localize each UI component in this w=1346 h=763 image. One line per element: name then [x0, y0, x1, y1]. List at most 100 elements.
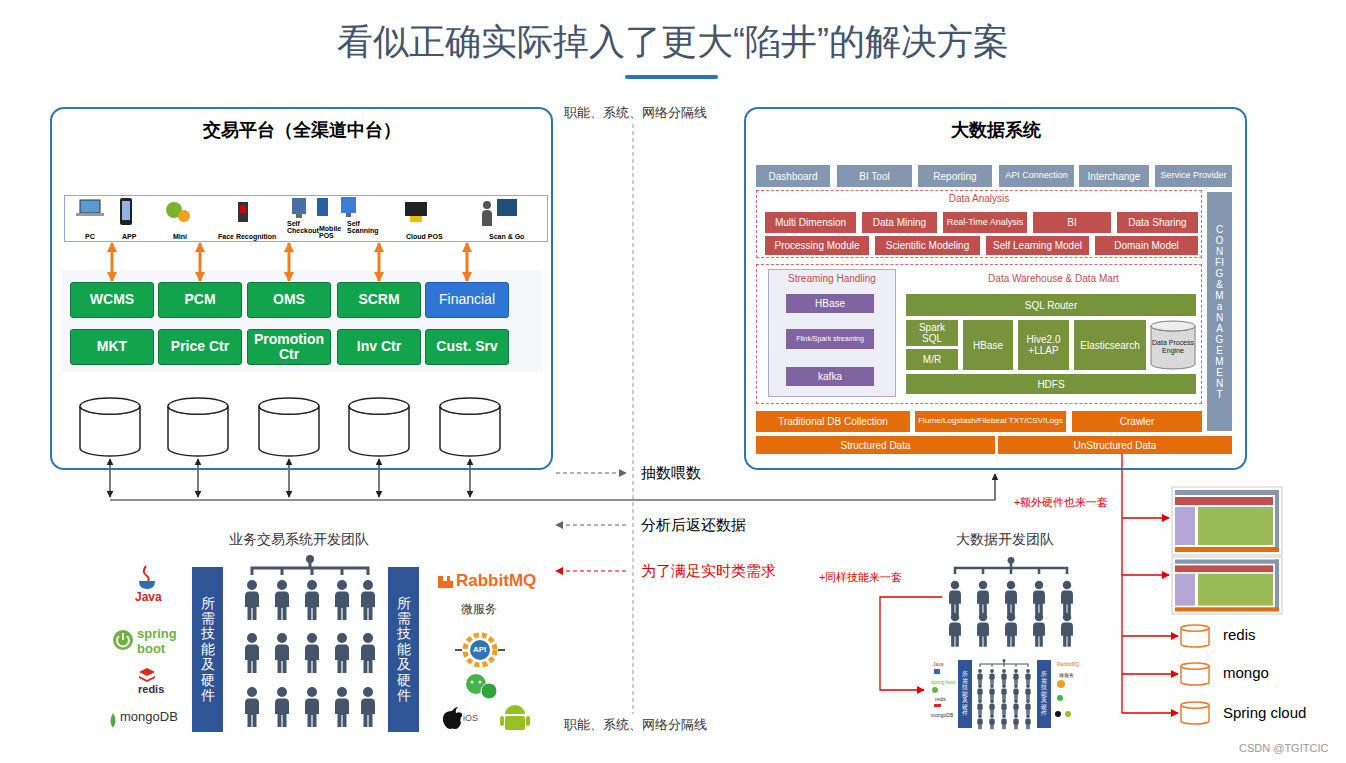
skill-band: 所需技能及硬件	[388, 567, 419, 732]
team-figure	[1002, 714, 1006, 718]
title-underline	[625, 75, 718, 79]
storage-box: SQL Router	[906, 294, 1196, 316]
bus-line	[288, 459, 289, 497]
database-cylinder	[440, 398, 500, 414]
skill-band: 所需技能及硬件	[192, 567, 223, 732]
streaming-box: Streaming HandlingHBaseFlink/Spark strea…	[768, 269, 896, 397]
box-label: Scientific Modeling	[886, 240, 969, 251]
device-icon	[296, 214, 302, 218]
layer-box: Data Warehouse & Data MartStreaming Hand…	[756, 264, 1202, 404]
team-figure	[977, 623, 989, 647]
team-figure	[305, 645, 319, 674]
note-label: mongoDB	[930, 713, 954, 719]
api-gear-icon	[455, 635, 505, 665]
analysis-box: Scientific Modeling	[875, 236, 980, 255]
team-figure	[275, 699, 289, 728]
connector	[111, 243, 114, 281]
team-figure	[1063, 613, 1072, 622]
device-icon	[120, 198, 132, 225]
device-icon	[497, 199, 517, 216]
device-label: Mini	[173, 233, 187, 240]
module-box: OMS	[247, 282, 331, 318]
box-label: Dashboard	[769, 171, 818, 182]
box-label: WCMS	[90, 292, 134, 307]
module-box: SCRM	[337, 282, 421, 318]
device-label: Mobile POS	[319, 225, 347, 240]
java-logo	[139, 581, 155, 589]
box-label: Elasticsearch	[1080, 340, 1139, 351]
rabbitmq-logo	[438, 576, 453, 588]
mini-logo	[934, 704, 941, 707]
note-label: +同样技能来一套	[818, 571, 903, 584]
module-box: Inv Ctr	[337, 329, 421, 365]
team-figure	[337, 633, 347, 643]
box-label: Service Provider	[1160, 171, 1226, 181]
team-figure	[990, 714, 994, 718]
box-label: Flume/Logstash/Filebeat TXT/CSV/Logs	[918, 417, 1063, 426]
box-label: HBase	[815, 298, 845, 309]
team-figure	[1061, 591, 1073, 615]
team-figure	[245, 699, 259, 728]
connector	[466, 243, 469, 281]
divider-line	[633, 124, 634, 714]
team-figure	[1013, 688, 1018, 699]
team-figure	[1033, 623, 1045, 647]
team-figure	[1002, 684, 1006, 688]
team-figure	[1007, 581, 1016, 590]
box-label: Cust. Srv	[436, 339, 497, 354]
team-figure	[990, 669, 994, 673]
team-figure	[337, 580, 347, 590]
storage-box: HDFS	[906, 374, 1196, 394]
module-box: Cust. Srv	[425, 329, 509, 365]
connector	[288, 243, 291, 281]
system-thumbnail	[1198, 507, 1273, 545]
box-label: Crawler	[1120, 416, 1154, 427]
database-cylinder	[349, 398, 409, 414]
box-label: API Connection	[1005, 171, 1068, 181]
team-figure	[1005, 591, 1017, 615]
config-bar: CONFIG & MaNAGEMENT	[1207, 192, 1232, 431]
rabbitmq-logo	[438, 576, 443, 588]
team-figure	[1026, 699, 1030, 703]
rabbitmq-logo	[443, 581, 453, 588]
team-figure	[951, 581, 960, 590]
module-box: Financial	[425, 282, 509, 318]
red-branch-line	[1122, 574, 1169, 575]
title: 看似正确实际掉入了更大“陷井”的解决方案	[0, 18, 1346, 67]
team-figure	[245, 555, 1073, 729]
team-figure	[363, 633, 373, 643]
team-figure	[1001, 703, 1006, 714]
device-label: Scan & Go	[489, 233, 524, 240]
note-label: +额外硬件也来一套	[1013, 496, 1109, 509]
output-box: Service Provider	[1155, 165, 1232, 187]
storage-box: Elasticsearch	[1074, 320, 1146, 370]
bus-line	[110, 474, 995, 500]
note-label: 微服务	[1058, 673, 1075, 679]
wechat-logo	[481, 683, 497, 699]
stream-box: Flink/Spark streaming	[786, 329, 874, 349]
device-label: Face Recognition	[218, 233, 276, 240]
box-label: Real-Time Analysis	[947, 218, 1024, 228]
box-label: Self Learning Model	[993, 240, 1082, 251]
team-figure	[247, 633, 257, 643]
box-label: Data Process Engine	[1151, 339, 1195, 354]
spring-logo	[113, 630, 133, 650]
team-figure	[1001, 688, 1006, 699]
note-label: 分析后返还数据	[640, 516, 747, 533]
note-label: mongo	[1222, 664, 1270, 681]
device-icon	[178, 210, 190, 222]
team-figure	[1025, 718, 1030, 729]
wechat-logo	[479, 681, 482, 684]
dashed-arrow	[556, 473, 626, 474]
red-branch-line	[1122, 517, 1169, 518]
team-figure	[955, 563, 1067, 574]
system-panel: 大数据系统DashboardBI ToolReportingAPI Connec…	[744, 107, 1247, 470]
module-box: PCM	[158, 282, 242, 318]
stream-box: HBase	[786, 294, 874, 313]
module-area	[62, 270, 542, 372]
team-figure	[247, 580, 257, 590]
api-gear-icon	[470, 640, 490, 660]
mini-logo	[932, 687, 938, 693]
device-icon	[80, 200, 100, 213]
team-figure	[1013, 673, 1018, 684]
